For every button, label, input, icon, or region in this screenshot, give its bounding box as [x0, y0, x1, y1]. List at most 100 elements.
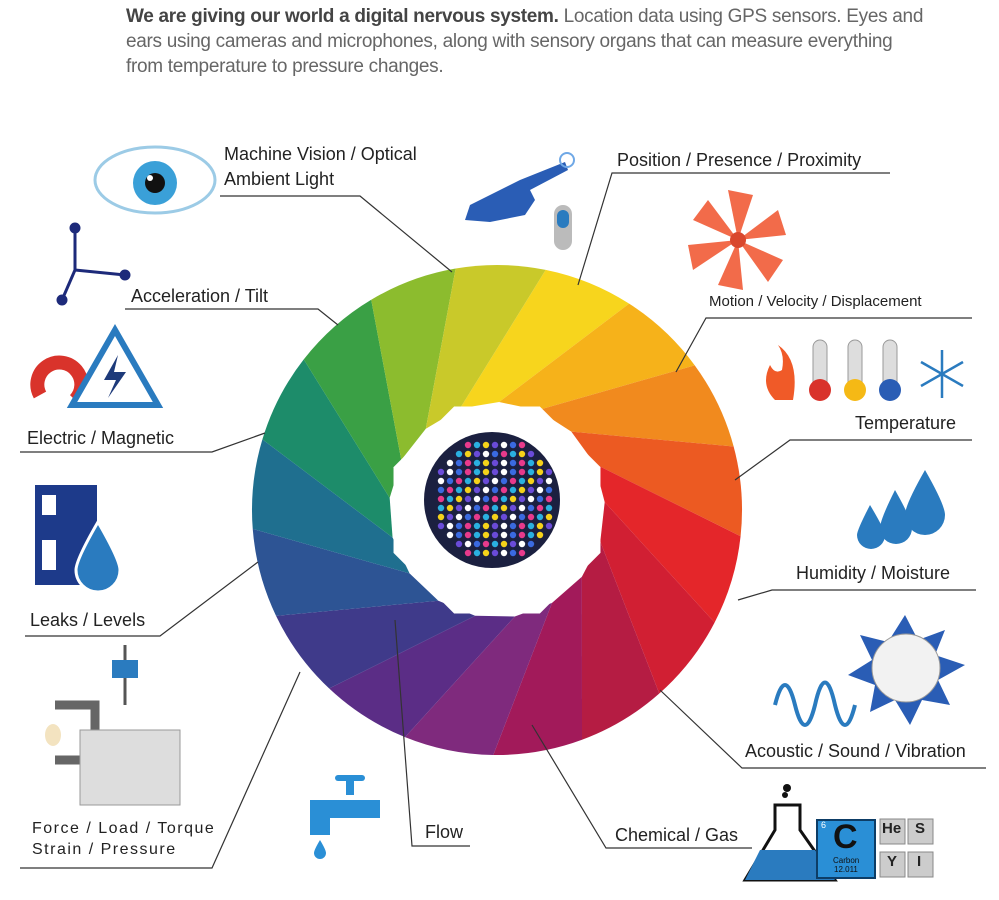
core-dot [509, 549, 517, 557]
core-dot [464, 495, 472, 503]
label-force: Force / Load / Torque [32, 820, 216, 837]
wheel-segment [425, 264, 546, 429]
leader-motion [675, 317, 972, 373]
core-dot [464, 513, 472, 521]
core-dot [491, 531, 499, 539]
core-dot [464, 504, 472, 512]
core-dot [536, 459, 544, 467]
wheel-segment [594, 463, 741, 623]
core-dot [482, 531, 490, 539]
core-dot [518, 531, 526, 539]
core-dot [518, 441, 526, 449]
intro-text: Location data using GPS sensors. Eyes an… [126, 6, 924, 77]
core-dot [446, 531, 454, 539]
acoustic-icon [773, 615, 965, 727]
core-dot [500, 540, 508, 548]
core-dot [446, 468, 454, 476]
core-dot [455, 531, 463, 539]
tile-y: Y [887, 853, 898, 870]
core-dot [491, 495, 499, 503]
core-dot [500, 441, 508, 449]
core-dot [437, 522, 445, 530]
leader-acoustic [659, 689, 986, 769]
wheel-segment [405, 602, 553, 755]
intro-paragraph: We are giving our world a digital nervou… [126, 4, 926, 79]
core-dot [464, 486, 472, 494]
wheel-segment [493, 576, 583, 755]
leader-temperature [734, 439, 972, 481]
core-dot [446, 522, 454, 530]
core-dot [518, 549, 526, 557]
core-dot [527, 450, 535, 458]
core-dot [545, 486, 553, 494]
core-dot [527, 504, 535, 512]
core-dot [482, 459, 490, 467]
core-dot [509, 540, 517, 548]
fan-icon [688, 190, 786, 290]
core-dot [491, 450, 499, 458]
tile-i: I [917, 853, 922, 870]
core-dot [473, 513, 481, 521]
core-dot [545, 468, 553, 476]
carbon-name: Carbon [833, 856, 860, 865]
core-dot [500, 459, 508, 467]
core-dot [527, 540, 535, 548]
core-dot [455, 477, 463, 485]
core-dot [482, 477, 490, 485]
core-dot [455, 450, 463, 458]
core-dot [500, 468, 508, 476]
core-dot [509, 495, 517, 503]
core-dot [536, 531, 544, 539]
core-dot [509, 477, 517, 485]
core-dot [482, 549, 490, 557]
core-dot [500, 513, 508, 521]
core-dot [464, 477, 472, 485]
core-dot [437, 477, 445, 485]
tile-s: S [915, 820, 926, 837]
core-dot [518, 495, 526, 503]
core-dot [491, 540, 499, 548]
core-dot [455, 486, 463, 494]
core-dot [509, 513, 517, 521]
wheel-segment [600, 502, 715, 694]
label-electric: Electric / Magnetic [27, 428, 175, 448]
leader-chemical [531, 724, 752, 849]
core-dot [518, 459, 526, 467]
core-dot [482, 513, 490, 521]
core-dot [437, 495, 445, 503]
core-dot [545, 504, 553, 512]
core-dot [536, 522, 544, 530]
core-dot [464, 459, 472, 467]
core-dot [482, 450, 490, 458]
core-dot [518, 540, 526, 548]
core-dot [527, 459, 535, 467]
wheel-segment [303, 299, 402, 498]
core-dot [437, 513, 445, 521]
leader-machine-vision [220, 195, 453, 273]
leader-humidity [737, 589, 976, 601]
humidity-drops-icon [857, 470, 945, 549]
core-dot [545, 495, 553, 503]
wheel-segment [262, 359, 393, 538]
core-dot [536, 495, 544, 503]
core-dot [446, 504, 454, 512]
leader-acceleration [125, 308, 339, 326]
core-dot [509, 504, 517, 512]
core-dot [437, 504, 445, 512]
wheel-segment [571, 431, 742, 537]
core-dot [509, 450, 517, 458]
core-dot [464, 450, 472, 458]
core-dot [509, 486, 517, 494]
core-dot [509, 441, 517, 449]
core-dot [446, 495, 454, 503]
label-acoustic: Acoustic / Sound / Vibration [745, 741, 966, 761]
label-motion: Motion / Velocity / Displacement [709, 293, 922, 310]
core-dot [455, 504, 463, 512]
carbon-number: 6 [821, 820, 827, 830]
core-dot [464, 441, 472, 449]
core-dot [500, 477, 508, 485]
wheel-segment [252, 528, 439, 616]
core-dot [545, 513, 553, 521]
core-dot [536, 513, 544, 521]
